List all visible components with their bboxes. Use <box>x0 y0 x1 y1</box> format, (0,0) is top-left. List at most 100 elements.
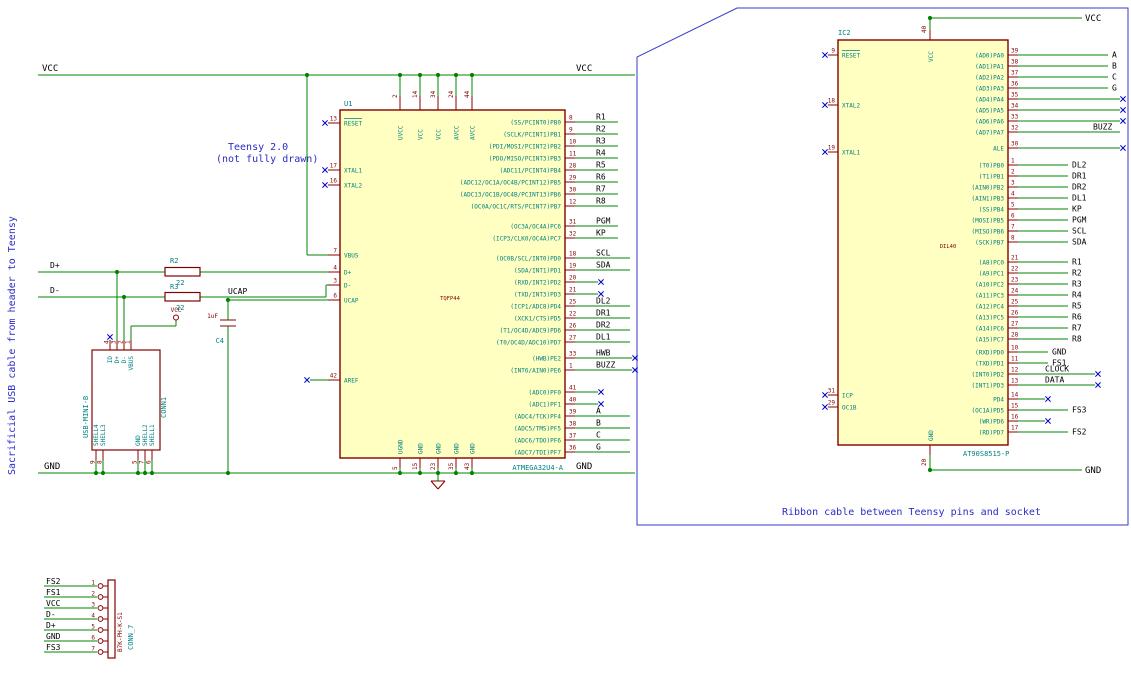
net-label[interactable]: DR1 <box>596 309 611 318</box>
no-connect-x <box>632 367 638 373</box>
net-label[interactable]: R3 <box>1072 280 1082 289</box>
conn7-body[interactable] <box>107 579 116 659</box>
net-label[interactable]: DR1 <box>1072 172 1087 181</box>
pin-number: 26 <box>569 323 577 330</box>
power-label-gnd[interactable]: GND <box>576 462 592 472</box>
net-label[interactable]: SCL <box>1072 227 1087 236</box>
no-connect-x <box>598 291 604 297</box>
pin-number: 23 <box>430 462 437 470</box>
net-label[interactable]: R5 <box>1072 302 1082 311</box>
net-label[interactable]: R7 <box>596 185 606 194</box>
net-label[interactable]: BUZZ <box>596 361 615 370</box>
net-label[interactable]: A <box>1112 51 1117 60</box>
net-label[interactable]: HWB <box>596 349 611 358</box>
net-label[interactable]: FS1 <box>46 588 61 597</box>
pin-name: UVCC <box>398 125 405 140</box>
pin-number: 38 <box>569 421 577 428</box>
net-label[interactable]: FS1 <box>1052 359 1067 368</box>
net-label[interactable]: R4 <box>596 149 606 158</box>
usb-connector-body[interactable] <box>91 349 161 451</box>
net-label[interactable]: PGM <box>596 217 611 226</box>
net-label[interactable]: FS2 <box>46 577 61 586</box>
power-label-vcc[interactable]: VCC <box>1085 14 1101 24</box>
net-label[interactable]: SCL <box>596 249 611 258</box>
net-label[interactable]: FS3 <box>46 643 61 652</box>
junction-dot <box>135 470 141 476</box>
net-label[interactable]: SDA <box>596 261 611 270</box>
net-label[interactable]: B <box>596 419 601 428</box>
note-left-vertical: Sacrificial USB cable from header to Tee… <box>7 216 18 475</box>
net-label[interactable]: R5 <box>596 161 606 170</box>
pin-number: 26 <box>1011 310 1019 317</box>
net-label[interactable]: KP <box>1072 205 1082 214</box>
net-label[interactable]: C <box>596 431 601 440</box>
net-label[interactable]: UCAP <box>228 287 247 296</box>
pin-number: 9 <box>831 48 835 55</box>
pin-name: (XCK1/CTS)PD5 <box>514 316 561 323</box>
power-label-vcc[interactable]: VCC <box>42 64 58 74</box>
net-label[interactable]: SDA <box>1072 238 1087 247</box>
pin-number: 8 <box>97 460 104 464</box>
net-label[interactable]: GND <box>1052 348 1067 357</box>
net-label[interactable]: R1 <box>596 113 606 122</box>
pin-name: (AD6)PA6 <box>975 119 1004 126</box>
net-label[interactable]: D+ <box>46 621 56 630</box>
net-label[interactable]: R2 <box>596 125 606 134</box>
pin-name: (T0/OC4D/ADC10)PD7 <box>496 340 561 347</box>
reference-label[interactable]: IC2 <box>838 29 851 37</box>
pin-number: 4 <box>91 613 95 620</box>
net-label[interactable]: FS2 <box>1072 428 1087 437</box>
power-label-gnd[interactable]: GND <box>1085 466 1101 476</box>
net-label[interactable]: G <box>1112 84 1117 93</box>
net-label[interactable]: DL1 <box>596 333 611 342</box>
net-label[interactable]: PGM <box>1072 216 1087 225</box>
power-label-vcc[interactable]: VCC <box>576 64 592 74</box>
net-label[interactable]: R6 <box>596 173 606 182</box>
junction-dot <box>435 72 441 78</box>
net-label[interactable]: R8 <box>1072 335 1082 344</box>
pin-name: ALE <box>993 146 1004 153</box>
net-label[interactable]: C <box>1112 73 1117 82</box>
net-label[interactable]: DR2 <box>1072 183 1087 192</box>
net-label[interactable]: D- <box>50 286 60 295</box>
net-label[interactable]: B <box>1112 62 1117 71</box>
u1-body[interactable] <box>339 109 566 459</box>
net-label[interactable]: G <box>596 443 601 452</box>
net-label[interactable]: D+ <box>50 261 60 270</box>
pin-name: (ADC5/TMS)PF5 <box>514 426 561 433</box>
pin-name: SHELL3 <box>100 424 107 446</box>
pin-name: (ADC11/PCINT4)PB4 <box>500 168 562 175</box>
net-label[interactable]: R8 <box>596 197 606 206</box>
net-label[interactable]: KP <box>596 229 606 238</box>
net-label[interactable]: D- <box>46 610 56 619</box>
net-label[interactable]: FS3 <box>1072 406 1087 415</box>
reference-label[interactable]: U1 <box>344 100 352 108</box>
net-label[interactable]: DL2 <box>1072 161 1087 170</box>
net-label[interactable]: DR2 <box>596 321 611 330</box>
net-label[interactable]: R6 <box>1072 313 1082 322</box>
pin-name: GND <box>135 435 142 446</box>
net-label[interactable]: R1 <box>1072 258 1082 267</box>
connector-pin-circle <box>97 649 104 655</box>
net-label[interactable]: R7 <box>1072 324 1082 333</box>
value-label: AT90S8515-P <box>963 450 1009 458</box>
pin-number: 8 <box>1011 235 1015 242</box>
net-label[interactable]: A <box>596 407 601 416</box>
net-label[interactable]: GND <box>46 632 61 641</box>
net-label[interactable]: R2 <box>1072 269 1082 278</box>
net-label[interactable]: DL2 <box>596 297 611 306</box>
ic2-body[interactable] <box>837 39 1009 446</box>
no-connect-x <box>598 389 604 395</box>
power-label-gnd[interactable]: GND <box>44 462 60 472</box>
resistor-r2-body[interactable] <box>164 266 201 277</box>
net-label[interactable]: BUZZ <box>1093 123 1112 132</box>
net-label[interactable]: R4 <box>1072 291 1082 300</box>
resistor-r3-body[interactable] <box>164 291 201 302</box>
net-label[interactable]: CLOCK <box>1045 365 1069 374</box>
pin-name: VBUS <box>344 253 359 260</box>
net-label[interactable]: VCC <box>46 599 61 608</box>
net-label[interactable]: DL1 <box>1072 194 1087 203</box>
net-label[interactable]: R3 <box>596 137 606 146</box>
pin-name: (WR)PD6 <box>979 419 1005 426</box>
net-label[interactable]: DATA <box>1045 376 1064 385</box>
